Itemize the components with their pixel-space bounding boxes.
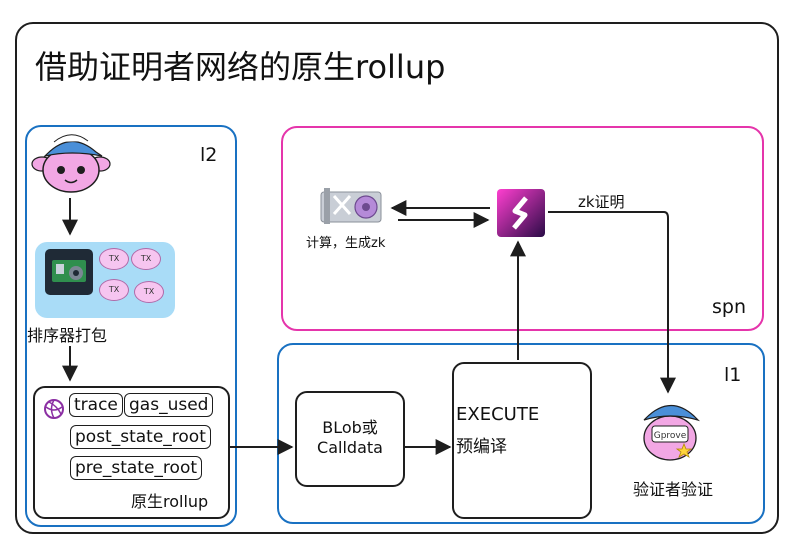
sequencer-label: 排序器打包 <box>27 326 108 345</box>
verifier-label: 验证者验证 <box>633 480 714 499</box>
diagram-frame <box>15 22 779 534</box>
server-card-icon <box>45 249 93 295</box>
l1-region-label: l1 <box>724 364 742 386</box>
gprove-badge-text: Gprove <box>654 431 687 441</box>
tx-bubble: TX <box>99 279 129 301</box>
mascot-icon <box>31 134 111 193</box>
succinct-logo-icon <box>497 189 545 237</box>
pre-state-root-field: pre_state_root <box>70 456 203 480</box>
execute-precompile-box <box>452 362 592 519</box>
compute-label: 计算，生成zk <box>306 236 386 251</box>
l1-region <box>277 343 765 524</box>
post-state-root-field: post_state_root <box>70 425 211 449</box>
ball-icon <box>44 399 64 419</box>
trace-field: trace <box>69 393 123 417</box>
blob-calldata-box <box>295 391 405 487</box>
spn-region <box>281 126 764 331</box>
tx-bubble: TX <box>134 281 164 303</box>
diagram-title: 借助证明者网络的原生rollup <box>35 48 446 86</box>
verifier-mascot-icon: Gprove <box>643 404 701 461</box>
blob-label: BLob或 <box>322 418 378 437</box>
tx-bubble: TX <box>131 248 161 270</box>
l2-region <box>25 125 237 527</box>
spn-region-label: spn <box>712 296 747 318</box>
proof-label: zk证明 <box>578 193 625 211</box>
calldata-label: Calldata <box>317 438 383 457</box>
l2-region-label: l2 <box>200 144 218 166</box>
gas-used-field: gas_used <box>124 393 214 417</box>
execute-label: EXECUTE <box>456 404 540 425</box>
tx-bubble: TX <box>99 248 129 270</box>
precompile-label: 预编译 <box>456 437 507 457</box>
native-rollup-label: 原生rollup <box>131 492 209 511</box>
graphics-card-icon <box>320 188 382 224</box>
